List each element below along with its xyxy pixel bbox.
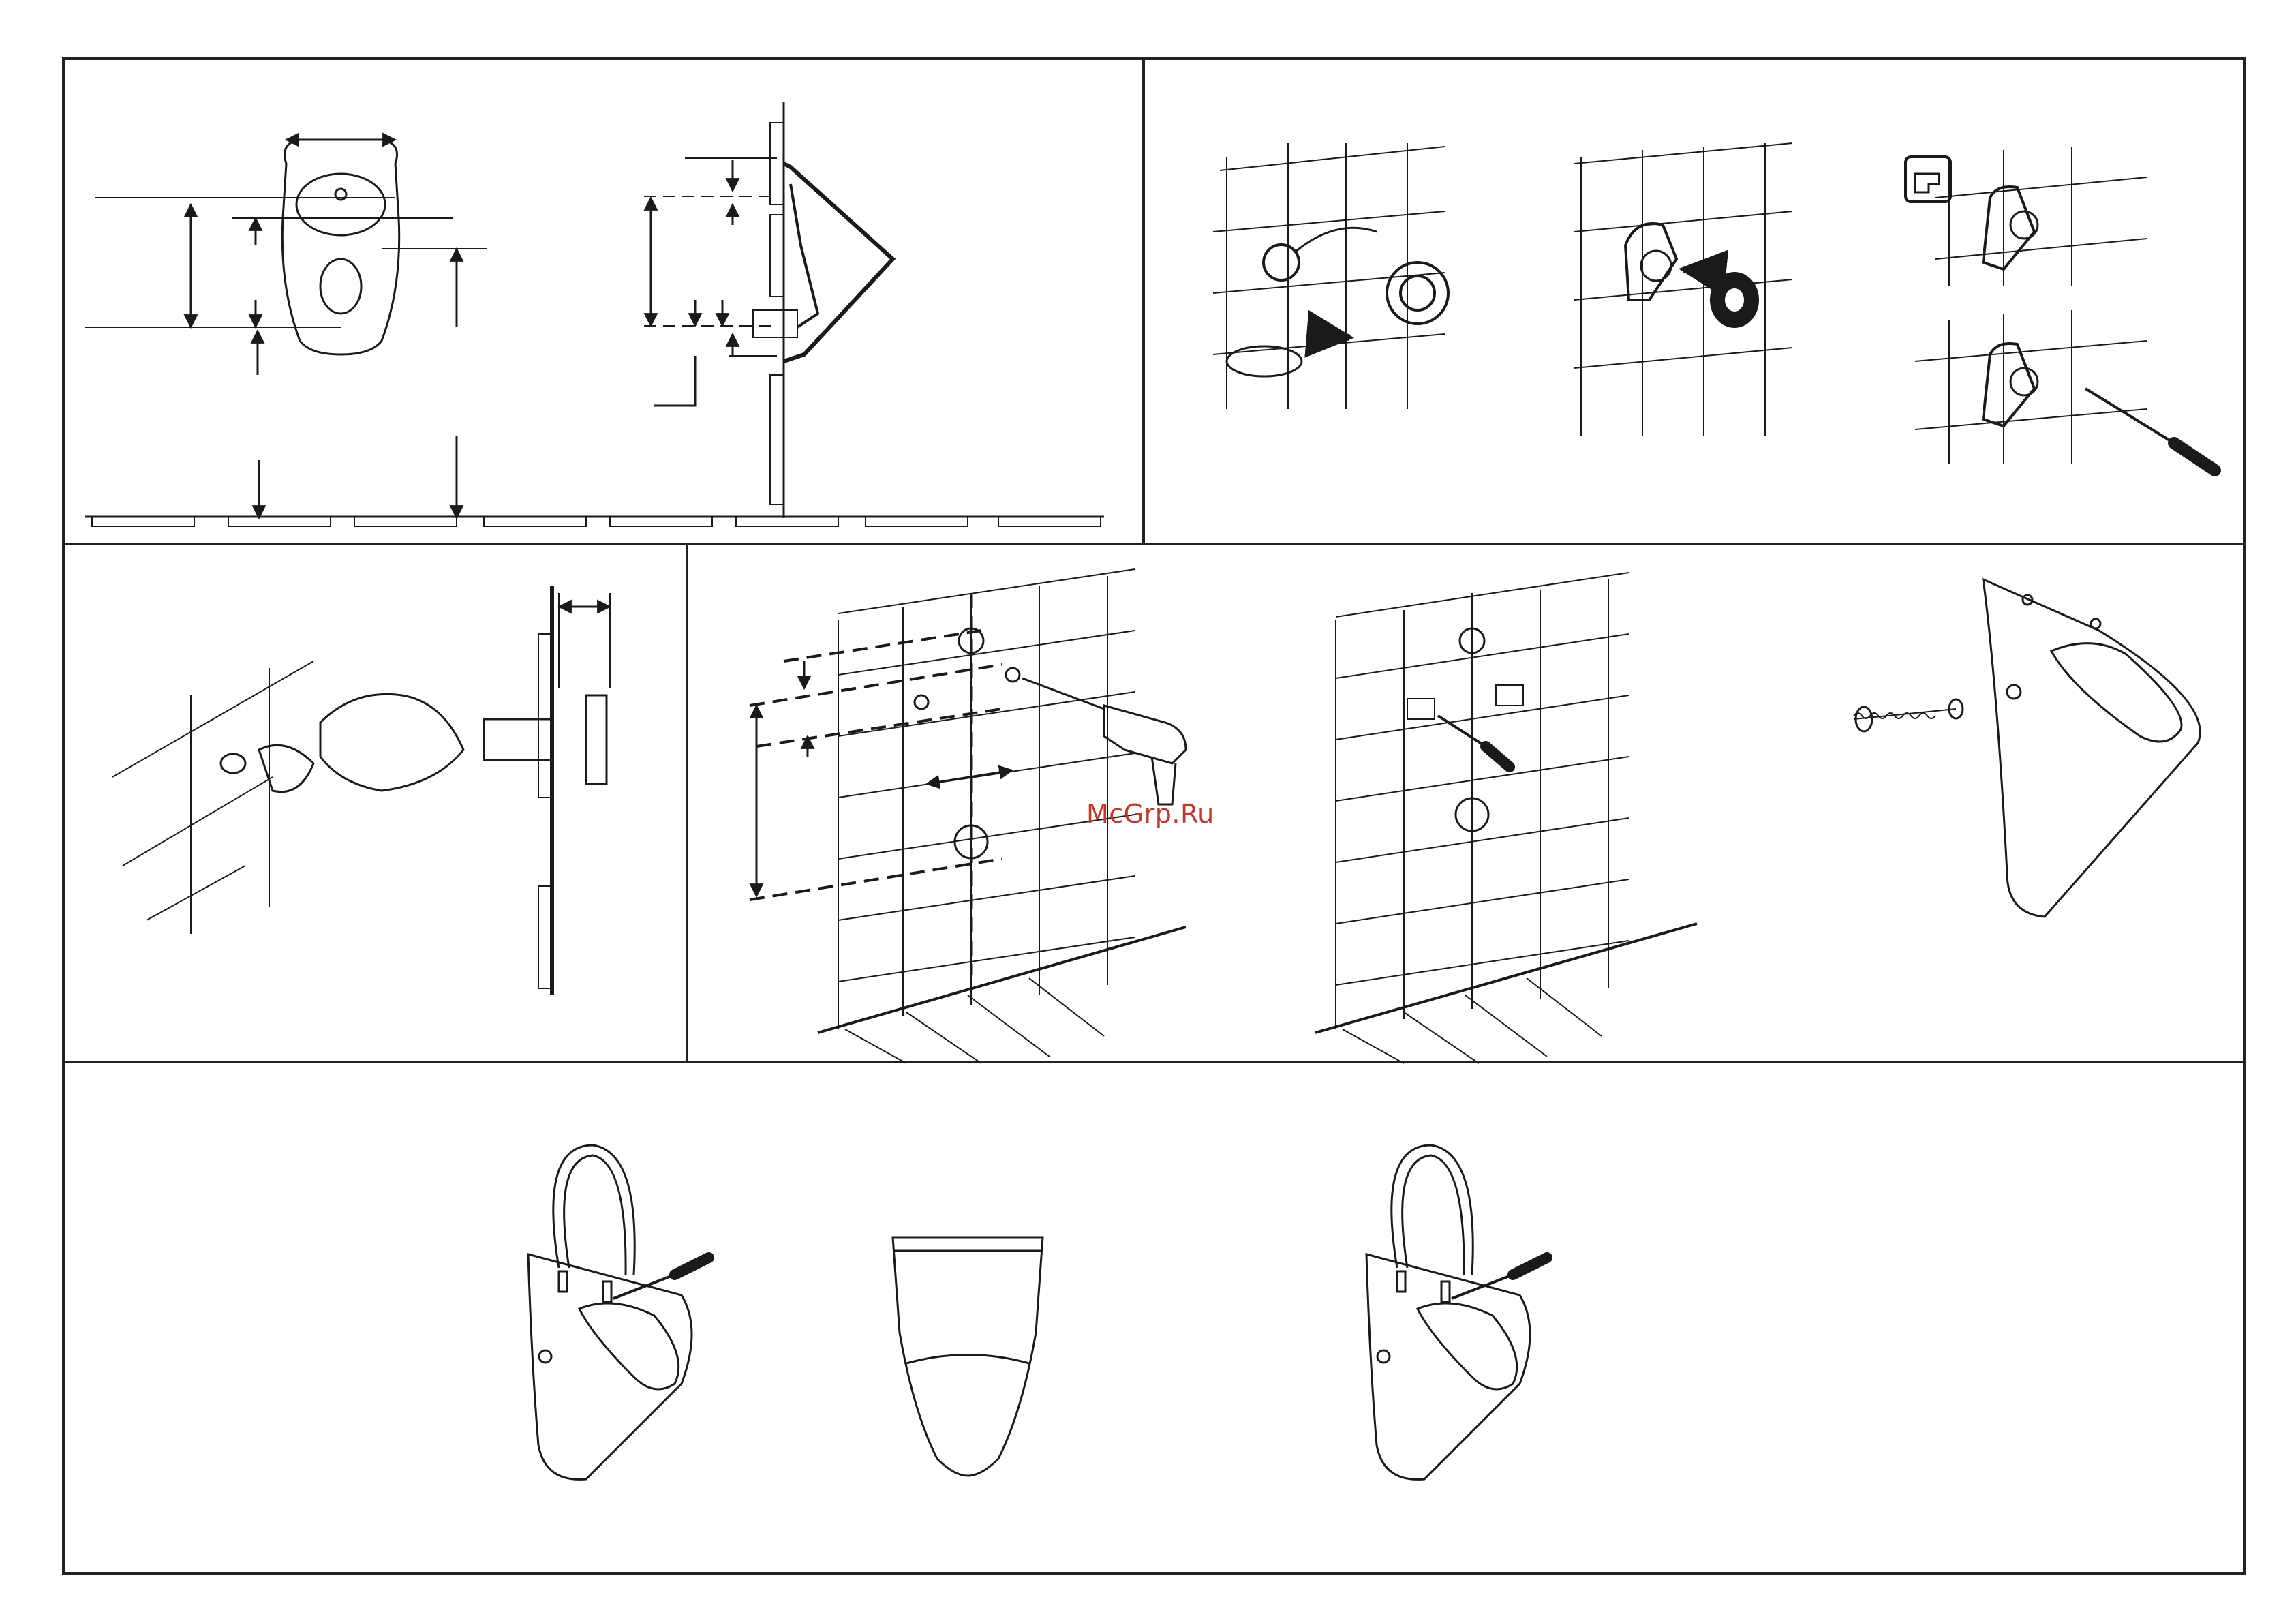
dimensions-panel bbox=[85, 102, 1104, 526]
hand bbox=[320, 694, 463, 791]
tile-wall-3 bbox=[1915, 147, 2147, 464]
mount-urinal-panel bbox=[1854, 579, 2200, 917]
fix-brackets-panel bbox=[1315, 573, 1697, 1063]
urinal-body-alt bbox=[1366, 1254, 1530, 1479]
urinal-front-view bbox=[282, 140, 399, 354]
waste-fitting-panel bbox=[1213, 143, 2215, 470]
tile-wall-2 bbox=[1574, 143, 1792, 436]
drill-hole-left bbox=[915, 695, 928, 709]
lid-closed-panel bbox=[893, 1237, 1043, 1476]
urinal-side-view bbox=[1983, 579, 2200, 917]
tile-wall-1 bbox=[1213, 143, 1445, 409]
fit-lid-panel bbox=[528, 1145, 709, 1479]
screwdriver-icon bbox=[2085, 389, 2215, 470]
drill-hole-right bbox=[1006, 668, 1020, 682]
watermark: McGrp.Ru bbox=[1086, 799, 1214, 829]
fit-lid-alternate-panel bbox=[1366, 1145, 1547, 1479]
drill-icon bbox=[1022, 678, 1186, 804]
urinal-side-section bbox=[784, 164, 893, 361]
urinal-front-closed bbox=[893, 1237, 1043, 1476]
inlet-connection-panel bbox=[112, 586, 610, 995]
urinal-body bbox=[528, 1254, 692, 1479]
hand-pointer-icon bbox=[1905, 157, 1950, 202]
